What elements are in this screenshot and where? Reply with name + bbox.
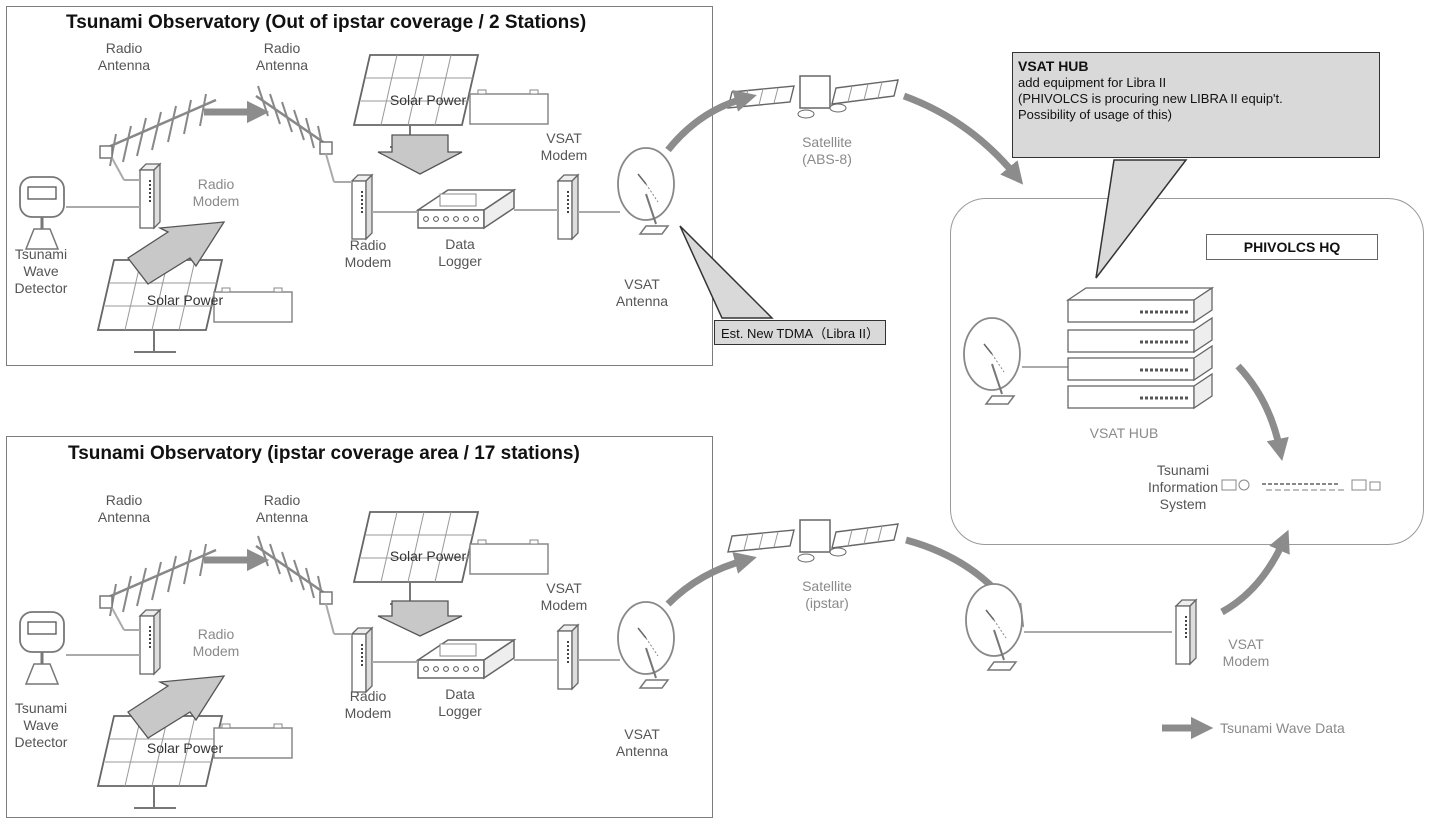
phivolcs-hq-title: PHIVOLCS HQ	[1206, 234, 1378, 260]
bottom-solar-power-1-label: Solar Power	[389, 548, 467, 564]
top-radio-modem-2	[351, 174, 373, 240]
top-vsat-antenna	[617, 147, 675, 235]
top-radio-antenna-2-label: Radio Antenna	[255, 40, 309, 73]
ground-vsat-modem-label: VSAT Modem	[1222, 636, 1270, 669]
bottom-radio-antenna-1	[98, 542, 218, 618]
top-detector-label: Tsunami Wave Detector	[14, 246, 68, 296]
hq-vsat-antenna	[963, 317, 1021, 405]
bottom-vsat-modem	[557, 624, 579, 690]
bottom-panel-title: Tsunami Observatory (ipstar coverage are…	[68, 443, 580, 464]
bottom-solar-power-2-label: Solar Power	[146, 740, 224, 756]
top-vsat-modem	[557, 174, 579, 240]
top-data-logger	[417, 189, 515, 229]
vsat-hub-rack	[1065, 286, 1215, 410]
satellite-ipstar-label: Satellite (ipstar)	[802, 578, 852, 611]
bottom-battery-1	[469, 539, 549, 575]
bottom-radio-antenna-2	[254, 534, 334, 606]
vsat-hub-label: VSAT HUB	[1089, 425, 1159, 441]
top-radio-antenna-1-label: Radio Antenna	[97, 40, 151, 73]
top-vsat-antenna-label: VSAT Antenna	[615, 276, 669, 309]
top-radio-modem-1	[139, 163, 161, 229]
top-detector	[18, 175, 66, 251]
top-vsat-modem-label: VSAT Modem	[540, 130, 588, 163]
top-data-logger-label: Data Logger	[438, 236, 482, 269]
satellite-abs8	[727, 75, 899, 119]
top-solar-power-1-label: Solar Power	[389, 92, 467, 108]
tdma-label: Est. New TDMA（Libra II）	[714, 320, 886, 345]
satellite-ipstar	[727, 519, 899, 563]
top-battery-1	[469, 89, 549, 125]
vsat-hub-callout-text: VSAT HUB add equipment for Libra II (PHI…	[1018, 58, 1378, 123]
vsat-hub-callout	[1012, 52, 1380, 158]
bottom-radio-antenna-1-label: Radio Antenna	[97, 492, 151, 525]
callout-line-3: Possibility of usage of this)	[1018, 107, 1172, 122]
bottom-radio-antenna-2-label: Radio Antenna	[255, 492, 309, 525]
top-panel-title: Tsunami Observatory (Out of ipstar cover…	[66, 12, 587, 33]
bottom-data-logger-label: Data Logger	[438, 686, 482, 719]
top-radio-antenna-2	[254, 84, 334, 156]
top-radio-modem-2-label: Radio Modem	[344, 237, 392, 270]
tsunami-info-system-label: Tsunami Information System	[1147, 462, 1219, 512]
bottom-radio-modem-2-label: Radio Modem	[344, 688, 392, 721]
bottom-data-logger	[417, 639, 515, 679]
tsunami-info-system-device	[1221, 479, 1381, 491]
top-solar-power-2-label: Solar Power	[146, 292, 224, 308]
ground-vsat-modem	[1175, 599, 1197, 665]
bottom-radio-modem-1-label: Radio Modem	[192, 626, 240, 659]
bottom-radio-modem-2	[351, 627, 373, 693]
bottom-vsat-modem-label: VSAT Modem	[540, 580, 588, 613]
top-radio-antenna-1	[98, 92, 218, 168]
satellite-abs8-label: Satellite (ABS-8)	[802, 134, 852, 167]
top-radio-modem-1-label: Radio Modem	[192, 176, 240, 209]
callout-line-1: add equipment for Libra II	[1018, 75, 1167, 90]
bottom-vsat-antenna	[617, 601, 675, 689]
callout-line-2: (PHIVOLCS is procuring new LIBRA II equi…	[1018, 91, 1283, 106]
bottom-detector-label: Tsunami Wave Detector	[14, 700, 68, 750]
bottom-radio-modem-1	[139, 609, 161, 675]
ground-vsat-antenna	[965, 583, 1023, 671]
bottom-detector	[18, 610, 66, 686]
callout-heading: VSAT HUB	[1018, 58, 1089, 74]
bottom-vsat-antenna-label: VSAT Antenna	[615, 726, 669, 759]
legend-label: Tsunami Wave Data	[1220, 720, 1345, 736]
